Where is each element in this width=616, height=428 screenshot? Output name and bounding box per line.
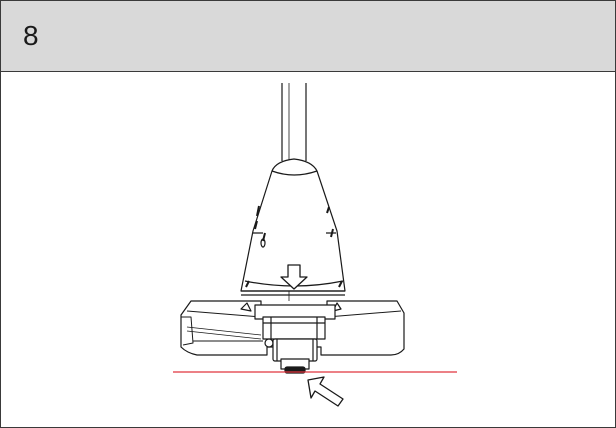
press-arrow-icon bbox=[307, 376, 344, 407]
step-header: 8 bbox=[1, 1, 615, 72]
motor-housing bbox=[240, 158, 346, 296]
step-number: 8 bbox=[23, 20, 39, 51]
down-arrow-icon bbox=[280, 264, 308, 290]
assembly-illustration bbox=[173, 83, 457, 407]
base-housing bbox=[180, 300, 405, 356]
center-switch bbox=[272, 338, 318, 374]
